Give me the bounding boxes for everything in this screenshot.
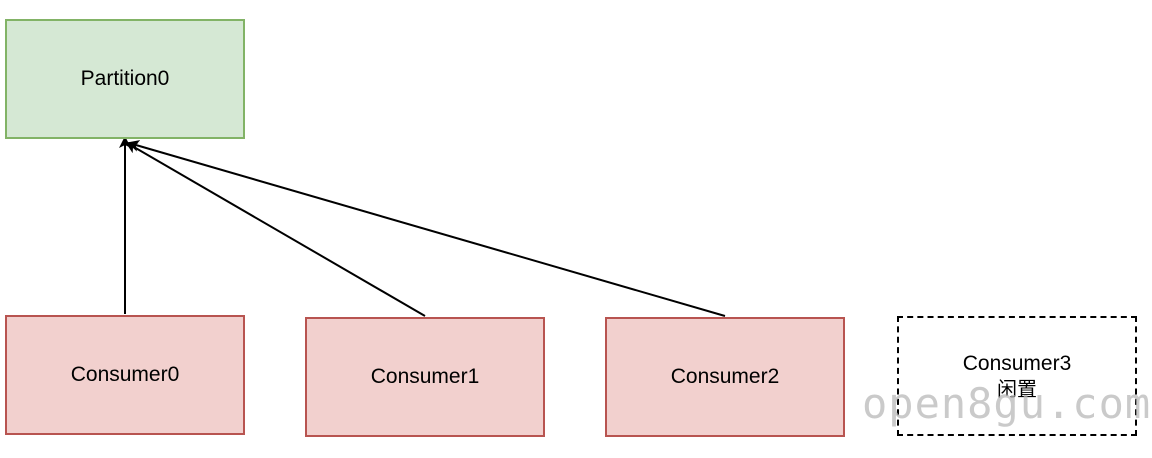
consumer3-status-label: 闲置: [997, 376, 1037, 401]
consumer2-node: Consumer2: [605, 317, 845, 437]
consumer2-label: Consumer2: [670, 365, 780, 389]
consumer3-label: Consumer3: [962, 352, 1072, 376]
partition0-label: Partition0: [80, 67, 170, 91]
arrow-consumer1-to-partition0: [125, 141, 426, 317]
consumer0-label: Consumer0: [70, 363, 180, 387]
consumer1-node: Consumer1: [305, 317, 545, 437]
arrow-consumer2-to-partition0: [127, 140, 726, 317]
consumer0-node: Consumer0: [5, 315, 245, 435]
partition0-node: Partition0: [5, 19, 245, 139]
watermark-text: open8gu.com: [862, 379, 1152, 428]
consumer3-idle-node: Consumer3 闲置: [897, 316, 1137, 436]
consumer1-label: Consumer1: [370, 365, 480, 389]
